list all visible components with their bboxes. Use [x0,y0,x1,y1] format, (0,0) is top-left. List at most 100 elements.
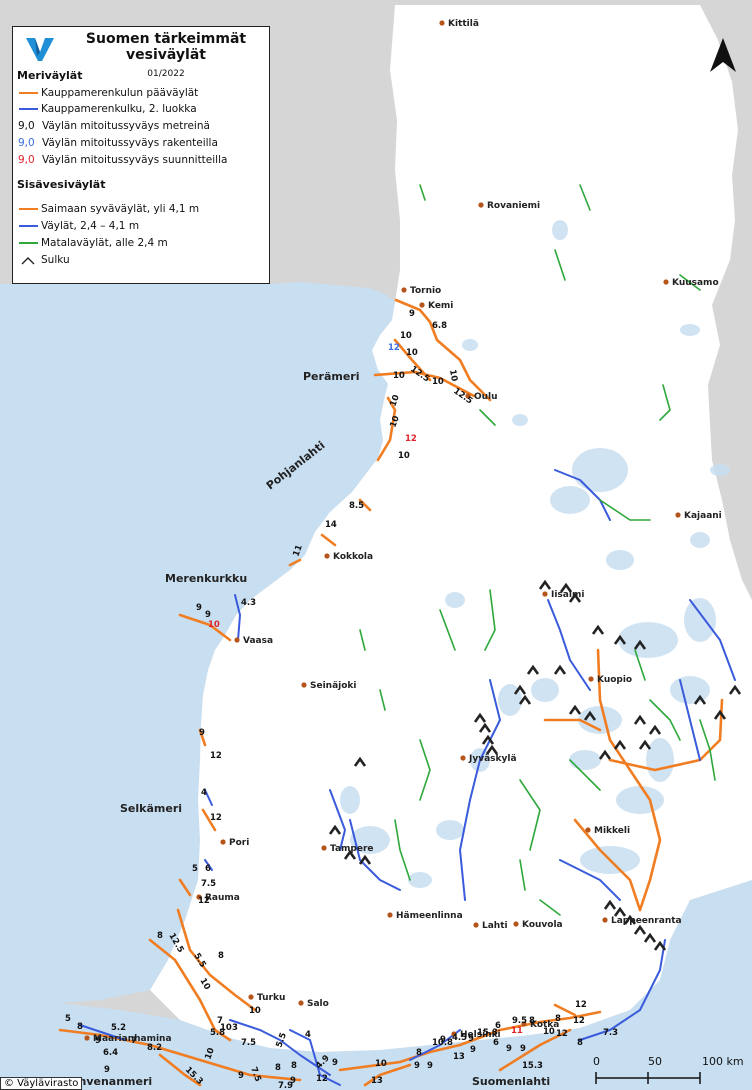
main-route [178,613,232,642]
lock-chevron-icon [485,744,499,755]
shallow-route [659,384,671,421]
depth-label: 12 [316,1074,328,1084]
depth-label: 10 [432,377,444,387]
depth-label: 10 [388,393,401,408]
city-label: Kotka [530,1020,559,1030]
legend-depth-label: Väylän mitoitussyväys metreinä [42,120,210,132]
depth-label: 9 [470,1045,476,1055]
lake [684,598,716,642]
lake [531,678,559,702]
city-dot [298,1000,304,1006]
depth-label: 9 [427,1061,433,1071]
lake [445,592,465,608]
main-route [178,878,192,897]
region-label: Merenkurkku [165,572,247,585]
city-dot [675,512,681,518]
depth-label: 7.5 [248,1066,263,1084]
lock-chevron-icon [713,709,727,720]
city-label: Iisalmi [551,590,584,600]
depth-label: 4 [201,788,207,798]
main-route [288,558,302,567]
city-label: Helsinki [460,1030,501,1040]
lock-chevron-icon [648,724,662,735]
city-label: Seinäjoki [310,681,357,691]
legend-sea-heading: Meriväylät [17,69,83,82]
shallow-route [419,184,426,201]
depth-label: 11 [511,1026,523,1036]
shallow-route [359,629,366,651]
shallow-route [379,689,386,711]
lake [552,220,568,240]
lock-chevron-icon [613,634,627,645]
second-route [79,1024,126,1041]
second-route [547,599,591,691]
city-dot [419,302,425,308]
lock-chevron-icon [613,739,627,750]
lake [680,324,700,336]
depth-label: 9 [196,603,202,613]
lock-chevron-icon [638,739,652,750]
second-route [559,859,621,901]
orange-line-symbol [17,86,41,100]
city-label: Turku [257,993,285,1003]
shallow-route [579,184,591,211]
depth-label: 8 [291,1061,297,1071]
region-label: Selkämeri [120,802,182,815]
depth-label: 10 [400,331,412,341]
legend-depth-plan-label: Väylän mitoitussyväys suunnitteilla [42,154,228,166]
city-label: Jyväskylä [468,754,517,764]
lock-chevron-icon [603,899,617,910]
second-route [579,939,666,1041]
city-label: Tornio [410,286,441,296]
shallow-route [649,699,681,741]
shallow-route [479,409,496,426]
depth-label: 6 [205,864,211,874]
orange-line-symbol [17,202,41,216]
city-label: Kuopio [597,675,632,685]
depth-label: 12 [575,1000,587,1010]
depth-label: 10 [388,414,401,429]
depth-label: 5 [65,1014,71,1024]
lock-chevron-icon [633,924,647,935]
main-route [373,370,476,398]
second-route [229,1019,331,1076]
depth-label: 12 [388,343,400,353]
depth-label: 6.4 [103,1048,118,1058]
second-route [679,679,701,761]
depth-label: 9 [440,1035,446,1045]
depth-label: 9 [199,728,205,738]
legend-depth-num: 9,0 [18,120,35,132]
depth-label: 8 [416,1048,422,1058]
legend-inland-saimaa-label: Saimaan syväväylät, yli 4,1 m [41,203,200,215]
second-route [349,819,401,891]
depth-label: 10 [393,371,405,381]
depth-label: 9 [238,1071,244,1081]
legend-row-sea-second: Kauppamerenkulku, 2. luokka [17,102,197,116]
legend-row-lock: Sulku [17,253,70,267]
shallow-route [519,859,526,891]
legend-sea-main-label: Kauppamerenkulun pääväylät [41,87,199,99]
second-route [234,594,241,641]
city-dot [602,917,608,923]
main-route [376,396,397,462]
depth-label: 13 [371,1076,383,1086]
depth-label: 12 [210,813,222,823]
lock-chevron-icon [623,914,637,925]
depth-label: 8 [77,1022,83,1032]
legend-depth-build-label: Väylän mitoitussyväys rakenteilla [42,137,218,149]
depth-label: 7 [131,1036,137,1046]
main-route [201,808,217,832]
main-route [394,298,492,402]
depth-label: 8 [157,931,163,941]
lake [550,486,590,514]
shallow-route [699,719,716,781]
city-dot [451,1031,457,1037]
routes-layer [58,184,736,1087]
map-legend: Suomen tärkeimmät vesiväylät 01/2022 Mer… [12,26,270,284]
legend-title-line2: vesiväylät [126,47,206,63]
depth-label: 9 [520,1044,526,1054]
lake [670,676,710,704]
region-label: Suomenlahti [472,1075,550,1088]
